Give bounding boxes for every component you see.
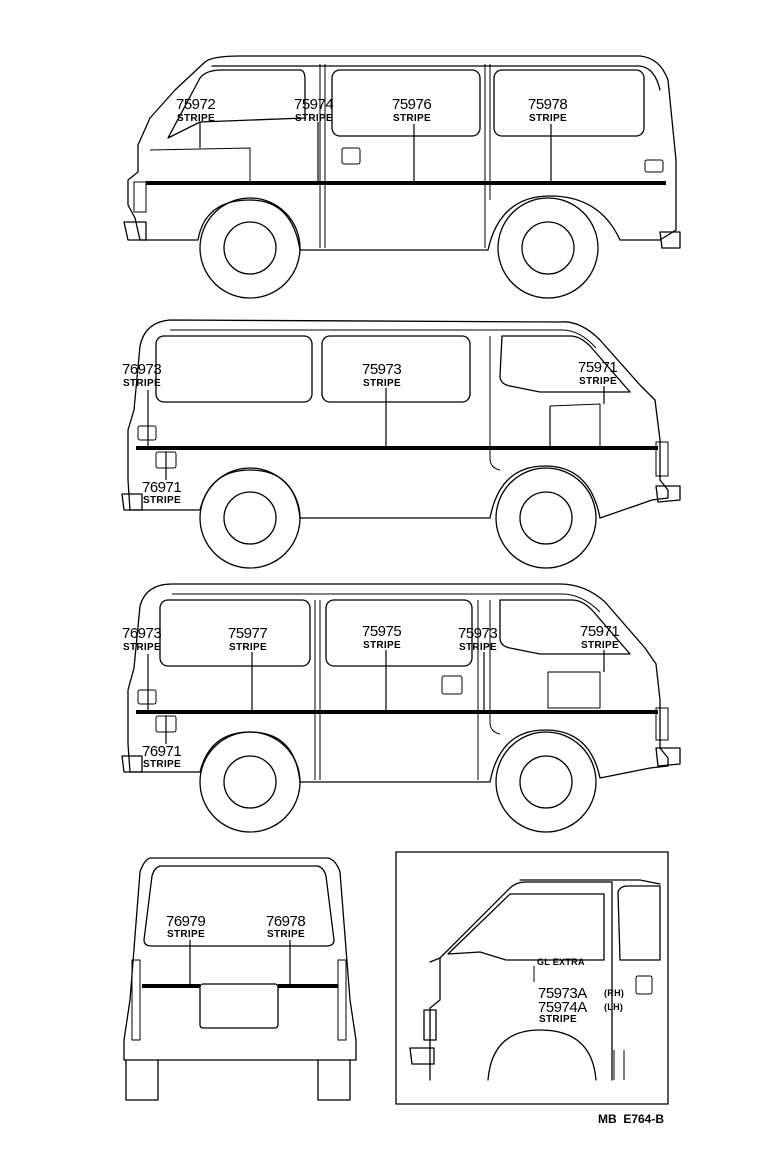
svg-text:(RH): (RH) [604,988,624,998]
svg-text:STRIPE: STRIPE [267,929,305,940]
svg-text:76971: 76971 [142,743,181,760]
callout-75974[interactable]: 75974 STRIPE [294,96,334,124]
svg-text:GL EXTRA: GL EXTRA [537,957,585,967]
svg-text:76979: 76979 [166,913,205,930]
callout-75976[interactable]: 75976 STRIPE [392,96,432,124]
van-side-view-1: 75972 STRIPE 75974 STRIPE 75976 STRIPE 7… [123,55,681,299]
callout-76971[interactable]: 76971 STRIPE [142,743,182,770]
rear-wheel [199,731,301,833]
svg-text:75973: 75973 [362,361,401,378]
callout-76971[interactable]: 76971 STRIPE [142,479,182,506]
svg-text:75973A: 75973A [538,985,587,1002]
svg-text:STRIPE: STRIPE [123,642,161,653]
svg-text:75971: 75971 [578,359,617,376]
svg-text:STRIPE: STRIPE [529,113,567,124]
detail-inset: GL EXTRA 75973A (RH) 75974A (LH) STRIPE [395,851,669,1105]
callout-76978[interactable]: 76978 STRIPE [266,913,306,940]
svg-text:STRIPE: STRIPE [363,378,401,389]
svg-text:75973: 75973 [458,625,497,642]
diagram-code: MB E764-B [598,1112,664,1126]
svg-text:75974A: 75974A [538,999,587,1016]
callout-75971[interactable]: 75971 STRIPE [578,359,618,387]
callout-76973[interactable]: 76973 STRIPE [122,625,162,653]
van-side-view-2: 76973 STRIPE 75973 STRIPE 75971 STRIPE 7… [121,319,681,569]
svg-text:STRIPE: STRIPE [295,113,333,124]
svg-text:STRIPE: STRIPE [143,495,181,506]
svg-text:76971: 76971 [142,479,181,496]
front-wheel [199,197,301,299]
callout-75975[interactable]: 75975 STRIPE [362,623,402,651]
svg-text:STRIPE: STRIPE [393,113,431,124]
rear-wheel [199,467,301,569]
front-wheel [495,467,597,569]
inset-frame [395,851,669,1105]
callout-75973[interactable]: 75973 STRIPE [458,625,498,653]
svg-text:STRIPE: STRIPE [229,642,267,653]
callout-75978[interactable]: 75978 STRIPE [528,96,568,124]
svg-text:STRIPE: STRIPE [459,642,497,653]
svg-text:75975: 75975 [362,623,401,640]
svg-text:STRIPE: STRIPE [579,376,617,387]
callout-75971[interactable]: 75971 STRIPE [580,623,620,651]
van-side-view-3: 76973 STRIPE 75977 STRIPE 75975 STRIPE 7… [121,583,681,833]
svg-text:STRIPE: STRIPE [143,759,181,770]
rear-wheel [497,197,599,299]
callout-75972[interactable]: 75972 STRIPE [176,96,216,124]
svg-text:76978: 76978 [266,913,305,930]
svg-text:76973: 76973 [122,361,161,378]
svg-text:75972: 75972 [176,96,215,113]
svg-text:STRIPE: STRIPE [167,929,205,940]
svg-text:75976: 75976 [392,96,431,113]
svg-text:STRIPE: STRIPE [363,640,401,651]
svg-text:STRIPE: STRIPE [539,1014,577,1025]
svg-text:76973: 76973 [122,625,161,642]
svg-text:75971: 75971 [580,623,619,640]
callout-76979[interactable]: 76979 STRIPE [166,913,206,940]
svg-text:75974: 75974 [294,96,333,113]
svg-text:STRIPE: STRIPE [581,640,619,651]
svg-text:75978: 75978 [528,96,567,113]
callout-gl-extra[interactable]: GL EXTRA 75973A (RH) 75974A (LH) STRIPE [537,957,624,1025]
svg-text:STRIPE: STRIPE [177,113,215,124]
callout-75977[interactable]: 75977 STRIPE [228,625,268,653]
svg-text:(LH): (LH) [604,1002,623,1012]
svg-text:STRIPE: STRIPE [123,378,161,389]
svg-text:75977: 75977 [228,625,267,642]
callout-75973[interactable]: 75973 STRIPE [362,361,402,389]
callout-76973[interactable]: 76973 STRIPE [122,361,162,389]
van-rear-view: 76979 STRIPE 76978 STRIPE [123,857,357,1101]
front-wheel [495,731,597,833]
